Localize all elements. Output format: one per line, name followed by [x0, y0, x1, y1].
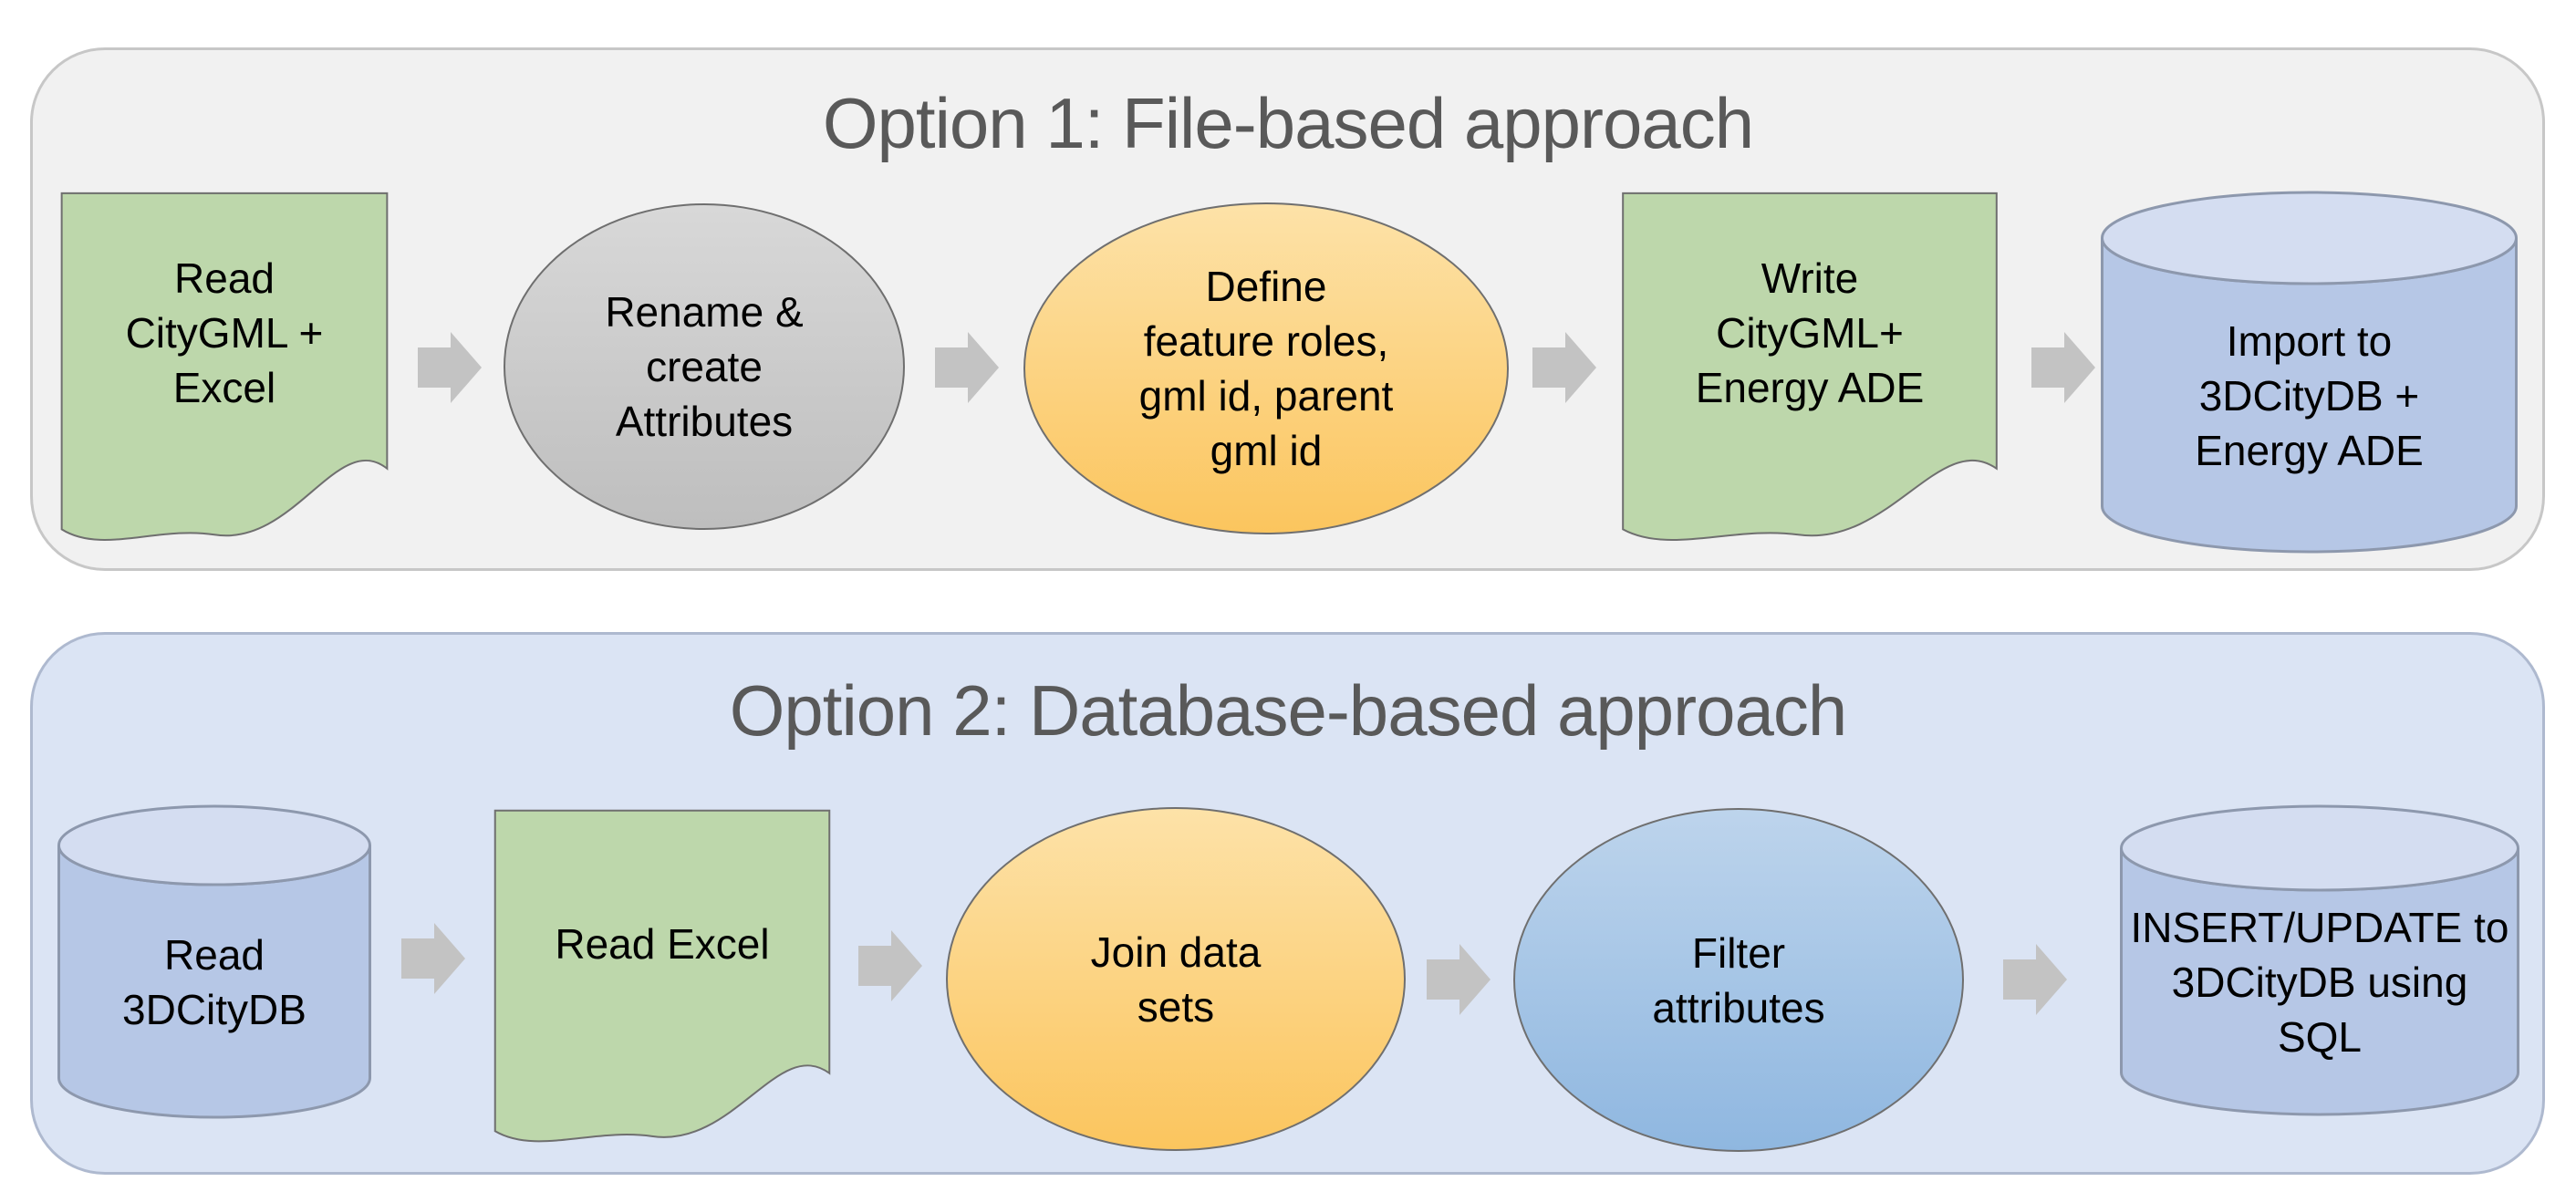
node-label: Rename & create Attributes — [605, 288, 804, 445]
node-label: Import to 3DCityDB + Energy ADE — [2195, 317, 2424, 474]
flow-arrow-icon — [1532, 332, 1596, 403]
document-shape-icon — [1619, 190, 2000, 547]
flow-arrow-icon — [2003, 944, 2067, 1015]
flow-arrow-icon — [935, 332, 999, 403]
document-shape-icon — [492, 807, 833, 1148]
node-write-citygml-energy-ade: Write CityGML+ Energy ADE — [1619, 190, 2000, 547]
flow-arrow-icon — [401, 923, 465, 994]
node-label: Define feature roles, gml id, parent gml… — [1138, 263, 1394, 474]
node-label: Write CityGML+ Energy ADE — [1695, 254, 1925, 411]
option2-title: Option 2: Database-based approach — [729, 670, 1848, 751]
node-filter-attributes: Filter attributes — [1513, 808, 1964, 1152]
option1-title: Option 1: File-based approach — [822, 83, 1754, 163]
database-cylinder-icon — [57, 804, 371, 1119]
flow-arrow-icon — [2031, 332, 2095, 403]
flow-arrow-icon — [1427, 944, 1491, 1015]
node-read-excel: Read Excel — [492, 807, 833, 1148]
node-join-data-sets: Join data sets — [946, 807, 1406, 1151]
node-define-feature-roles: Define feature roles, gml id, parent gml… — [1023, 202, 1509, 534]
database-cylinder-icon — [2120, 804, 2519, 1116]
document-shape-icon — [58, 190, 390, 547]
node-label: Filter attributes — [1652, 928, 1825, 1031]
node-label: Read Excel — [555, 919, 770, 968]
node-insert-update-3dcitydb: INSERT/UPDATE to 3DCityDB using SQL — [2120, 804, 2519, 1116]
database-cylinder-icon — [2101, 191, 2518, 554]
flow-arrow-icon — [418, 332, 482, 403]
flow-arrow-icon — [858, 930, 922, 1001]
node-label: Join data sets — [1090, 928, 1262, 1031]
node-label: Read CityGML + Excel — [125, 254, 324, 411]
node-read-3dcitydb: Read 3DCityDB — [57, 804, 371, 1119]
node-label: Read 3DCityDB — [122, 931, 306, 1033]
node-read-citygml-excel: Read CityGML + Excel — [58, 190, 390, 547]
node-import-to-3dcitydb: Import to 3DCityDB + Energy ADE — [2101, 191, 2518, 554]
node-label: INSERT/UPDATE to 3DCityDB using SQL — [2130, 904, 2509, 1061]
node-rename-create-attributes: Rename & create Attributes — [504, 203, 905, 530]
